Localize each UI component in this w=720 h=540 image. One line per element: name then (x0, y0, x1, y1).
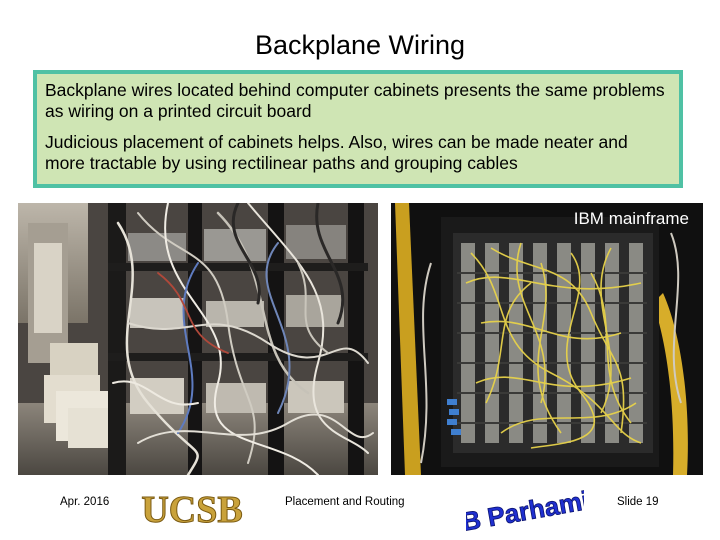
ucsb-logo-graphic: UCSB (141, 489, 243, 532)
photo-ibm-mainframe-illustration (391, 203, 703, 475)
author-logo-graphic: B Parhami (459, 485, 592, 538)
ucsb-logo-text: UCSB (141, 489, 242, 531)
photo-server-cabinets-illustration (18, 203, 378, 475)
slide-number: Slide 19 (617, 496, 659, 508)
footer-date: Apr. 2016 (60, 496, 110, 508)
photo-ibm-mainframe: IBM mainframe (391, 203, 703, 475)
author-logo: B Parhami (459, 484, 592, 538)
slide-title: Backplane Wiring (254, 30, 466, 60)
content-textbox: Backplane wires located behind computer … (33, 70, 683, 188)
footer-course: Placement and Routing (285, 496, 405, 508)
photo-server-cabinets (18, 203, 378, 475)
paragraph-2: Judicious placement of cabinets helps. A… (45, 132, 628, 173)
ucsb-logo: UCSB (137, 484, 247, 532)
author-logo-text: B Parhami (466, 485, 584, 534)
photo-caption: IBM mainframe (573, 209, 689, 228)
paragraph-1: Backplane wires located behind computer … (45, 80, 665, 121)
